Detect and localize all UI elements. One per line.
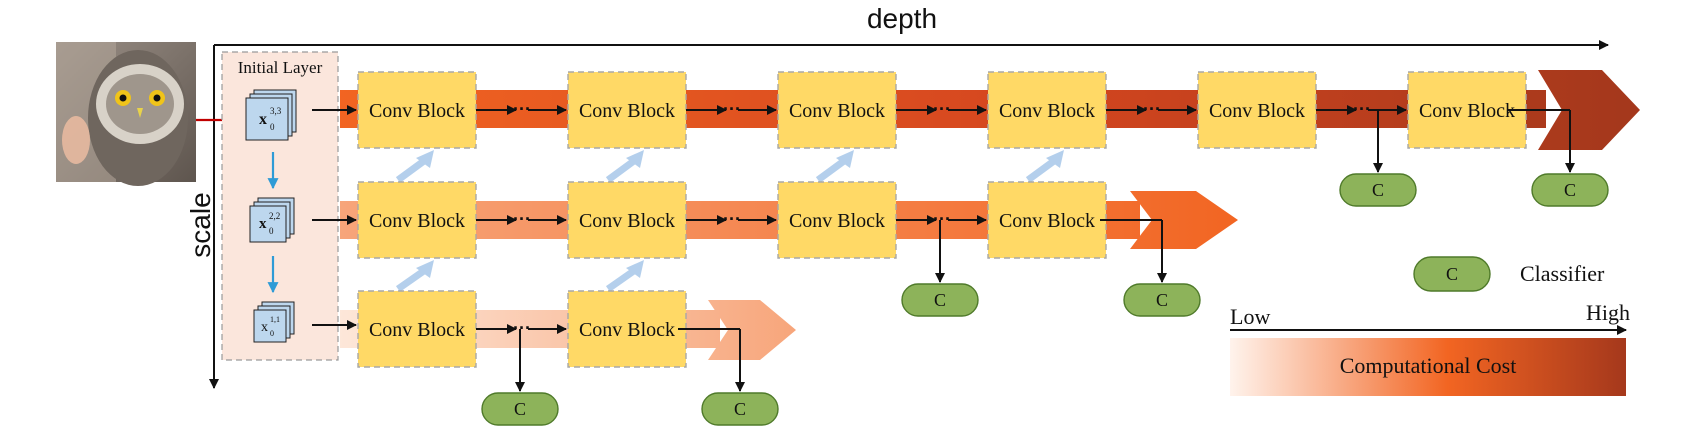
classifier-scale-3-2 xyxy=(1531,173,1609,207)
conv-block-scale-2-3 xyxy=(777,181,897,259)
ellipsis: ··· xyxy=(933,99,951,119)
ellipsis: ··· xyxy=(513,209,531,229)
classifier-label: C xyxy=(934,290,946,310)
legend-classifier-letter: C xyxy=(1446,264,1458,284)
conv-block-label: Conv Block xyxy=(369,210,465,232)
cost-bar-label: Computational Cost xyxy=(1340,353,1517,378)
conv-block-label: Conv Block xyxy=(789,100,885,122)
cost-gradient-bar xyxy=(1230,338,1626,396)
conv-block-scale-1-2 xyxy=(567,290,687,368)
classifier-scale-1-5 xyxy=(481,392,559,426)
conv-block-label: Conv Block xyxy=(369,319,465,341)
feature-label-2: x xyxy=(259,216,267,232)
classifier-label: C xyxy=(734,399,746,419)
conv-block-label: Conv Block xyxy=(579,319,675,341)
conv-block-label: Conv Block xyxy=(999,100,1095,122)
cross-scale-arrow-head xyxy=(626,260,644,278)
feature-map-scale-3: x 3,3 0 xyxy=(245,89,297,141)
scale-label: scale xyxy=(185,192,216,257)
classifier-scale-3-1 xyxy=(1339,173,1417,207)
classifier-scale-2-3 xyxy=(901,283,979,317)
conv-block-label: Conv Block xyxy=(579,100,675,122)
conv-network: Conv Block ··· Conv Block ··· Conv Block ··· C… xyxy=(357,71,1609,426)
cross-scale-arrow-head xyxy=(416,260,434,278)
conv-block-label: Conv Block xyxy=(789,210,885,232)
cost-high-label: High xyxy=(1586,300,1630,325)
depth-axis: depth xyxy=(214,3,1609,50)
classifier-label: C xyxy=(1564,180,1576,200)
legend: C Classifier Low High Computational Cost xyxy=(1230,256,1630,396)
ellipsis: ··· xyxy=(723,99,741,119)
legend-classifier-text: Classifier xyxy=(1520,261,1605,286)
legend-classifier-badge xyxy=(1413,256,1491,292)
cross-scale-arrow-head xyxy=(416,150,434,168)
classifier-label: C xyxy=(1156,290,1168,310)
svg-text:0: 0 xyxy=(270,122,275,132)
classifier-scale-2-4 xyxy=(1123,283,1201,317)
ellipsis: ··· xyxy=(1143,99,1161,119)
conv-block-scale-3-6 xyxy=(1407,71,1527,149)
svg-text:2,2: 2,2 xyxy=(269,211,280,221)
classifier-label: C xyxy=(514,399,526,419)
cross-scale-arrow-head xyxy=(626,150,644,168)
ellipsis: ··· xyxy=(933,209,951,229)
conv-block-scale-3-1 xyxy=(357,71,477,149)
cost-low-label: Low xyxy=(1230,304,1270,329)
cross-scale-arrow-head xyxy=(1046,150,1064,168)
conv-block-label: Conv Block xyxy=(999,210,1095,232)
conv-block-scale-3-5 xyxy=(1197,71,1317,149)
feature-label-1: x xyxy=(261,320,268,335)
conv-block-scale-3-2 xyxy=(567,71,687,149)
svg-text:0: 0 xyxy=(270,329,274,338)
classifier-scale-1-6 xyxy=(701,392,779,426)
ellipsis: ··· xyxy=(513,99,531,119)
conv-block-scale-2-4 xyxy=(987,181,1107,259)
depth-label: depth xyxy=(867,3,937,34)
conv-block-scale-1-1 xyxy=(357,290,477,368)
ellipsis: ··· xyxy=(513,318,531,338)
classifier-label: C xyxy=(1372,180,1384,200)
svg-text:0: 0 xyxy=(269,226,274,236)
feature-map-scale-1: x 1,1 0 xyxy=(253,301,295,343)
input-image xyxy=(56,42,196,186)
conv-block-scale-2-2 xyxy=(567,181,687,259)
feature-label-3: x xyxy=(259,111,267,128)
conv-block-label: Conv Block xyxy=(369,100,465,122)
conv-block-label: Conv Block xyxy=(1209,100,1305,122)
svg-text:3,3: 3,3 xyxy=(270,106,282,116)
feature-map-scale-2: x 2,2 0 xyxy=(249,197,295,243)
conv-block-label: Conv Block xyxy=(579,210,675,232)
scale-axis: scale xyxy=(185,45,219,389)
ellipsis: ··· xyxy=(723,209,741,229)
conv-block-label: Conv Block xyxy=(1419,100,1515,122)
svg-text:1,1: 1,1 xyxy=(270,315,280,324)
conv-block-scale-3-4 xyxy=(987,71,1107,149)
ellipsis: ··· xyxy=(1353,99,1371,119)
initial-layer-title: Initial Layer xyxy=(238,58,323,77)
cross-scale-arrow-head xyxy=(836,150,854,168)
